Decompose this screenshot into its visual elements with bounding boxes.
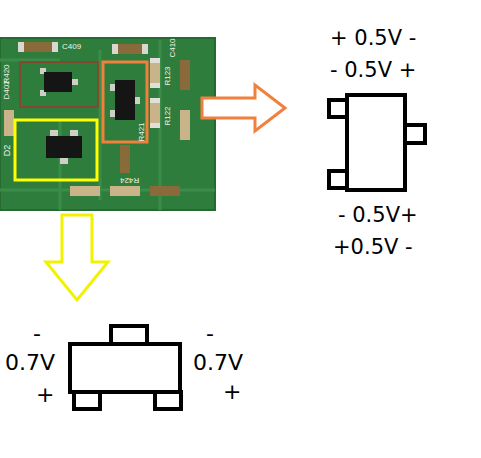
polarity-sign: - [33, 323, 41, 345]
voltage-label: + 0.5V - [330, 28, 416, 49]
orange-arrow [202, 85, 285, 131]
silkscreen-label: D2 [3, 145, 12, 157]
silkscreen-label: D402 [3, 80, 11, 99]
voltage-label: 0.7V [193, 352, 243, 374]
pcb-photo [0, 38, 215, 210]
voltage-label: +0.5V - [333, 237, 413, 258]
voltage-label: - 0.5V + [330, 60, 416, 81]
polarity-sign: - [206, 323, 214, 345]
silkscreen-label: C410 [169, 38, 177, 57]
polarity-sign: + [223, 381, 241, 403]
silkscreen-label: R123 [164, 66, 172, 85]
silkscreen-label: R122 [164, 106, 172, 125]
silkscreen-label: R421 [138, 122, 146, 141]
polarity-sign: + [36, 384, 54, 406]
voltage-label: 0.7V [5, 352, 55, 374]
sot-package-side [329, 95, 425, 190]
sot-package-front [70, 326, 181, 409]
voltage-label: - 0.5V+ [338, 205, 418, 226]
silkscreen-label: C409 [62, 43, 81, 51]
silkscreen-label: R424 [120, 176, 139, 184]
yellow-arrow [46, 215, 108, 300]
